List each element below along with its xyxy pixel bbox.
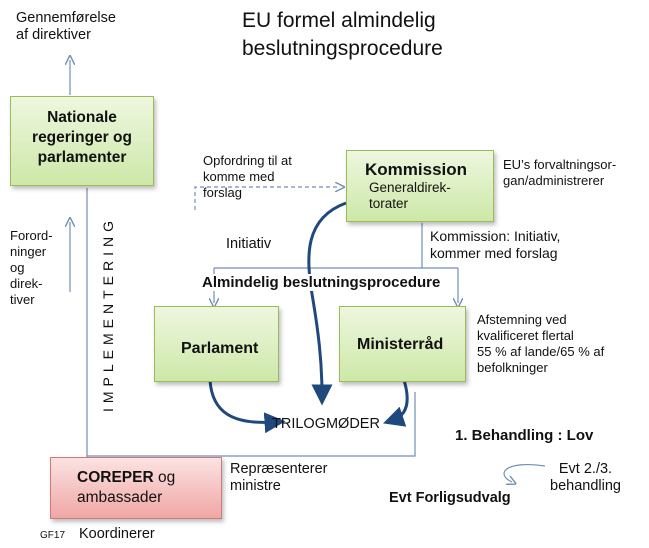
diagram-title: EU formel almindelig beslutningsprocedur…	[242, 7, 443, 63]
evt-behandling-line-2: behandling	[550, 478, 621, 494]
afstemning-label: Afstemning ved kvalificeret flertal 55 %…	[477, 312, 604, 376]
gennemforelse-label: Gennemførelse af direktiver	[16, 10, 116, 44]
title-line-2: beslutningsprocedure	[242, 37, 443, 60]
kommission-title: Kommission	[365, 160, 468, 179]
behandling-1-label: 1. Behandling : Lov	[455, 427, 594, 444]
kommission-sub: Generaldirek- torater	[347, 180, 493, 212]
evt-behandling-line-1: Evt 2./3.	[558, 461, 613, 477]
coreper-name: COREPER	[77, 469, 154, 486]
coreper-og: og	[153, 469, 176, 486]
forordninger-line-1: Forord-	[10, 228, 53, 243]
afstemning-line-2: kvalificeret flertal	[477, 328, 574, 343]
behandling-curve-arrow	[503, 464, 546, 482]
forordninger-line-4: direk-	[10, 276, 43, 291]
opfordring-dashed-arrow	[194, 187, 340, 210]
parlament-title: Parlament	[181, 340, 259, 357]
implementering-label: IMPLEMENTERING	[100, 215, 116, 412]
coreper-text: COREPER og ambassader	[51, 458, 221, 508]
opfordring-line-2: komme med	[203, 169, 275, 184]
forordninger-line-3: og	[10, 260, 25, 275]
nationale-text: Nationale regeringer og parlamenter	[11, 97, 153, 168]
repraesenterer-line-1: Repræsenterer	[230, 461, 328, 477]
koordinerer-label: Koordinerer	[79, 526, 155, 542]
opfordring-line-3: forslag	[203, 185, 243, 200]
afstemning-line-4: befolkninger	[477, 360, 548, 375]
trilog-label: TRILOGMØDER	[272, 416, 380, 432]
forordninger-line-2: ninger	[10, 244, 47, 259]
ministerraad-title: Ministerråd	[357, 336, 444, 353]
eu-forvaltning-line-2: gan/administrerer	[503, 173, 605, 188]
kommission-initiativ-label: Kommission: Initiativ, kommer med forsla…	[430, 228, 560, 262]
gennemforelse-line-2: af direktiver	[16, 27, 91, 43]
nationale-line-3: parlamenter	[37, 149, 127, 166]
title-line-1: EU formel almindelig	[242, 9, 436, 32]
opfordring-label: Opfordring til at komme med forslag	[203, 153, 292, 201]
nationale-line-1: Nationale	[47, 109, 117, 126]
eu-forvaltning-label: EU’s forvaltningsor- gan/administrerer	[503, 157, 616, 189]
afstemning-line-3: 55 % af lande/65 % af	[477, 344, 605, 359]
forordninger-line-5: tiver	[10, 292, 35, 307]
kommission-initiativ-line-1: Kommission: Initiativ,	[430, 228, 561, 244]
coreper-box: COREPER og ambassader	[50, 457, 222, 519]
parlament-trilog-arrow	[208, 379, 286, 434]
ministerraad-box: Ministerråd	[339, 306, 466, 382]
parlament-box: Parlament	[154, 306, 279, 382]
repraesenterer-label: Repræsenterer ministre	[230, 461, 328, 495]
kommission-box: Kommission Generaldirek- torater	[346, 150, 494, 222]
kommission-trilog-arrow	[307, 201, 347, 406]
kommission-sub-line-1: Generaldirek-	[369, 180, 451, 195]
coreper-line-1: COREPER og	[77, 468, 221, 488]
nationale-box: Nationale regeringer og parlamenter	[10, 96, 154, 186]
nationale-line-2: regeringer og	[32, 129, 132, 146]
forligsudvalg-label: Evt Forligsudvalg	[389, 490, 511, 506]
coreper-connection-line	[87, 392, 416, 457]
gf17-label: GF17	[40, 530, 66, 541]
opfordring-line-1: Opfordring til at	[203, 153, 292, 168]
coreper-line-2: ambassader	[77, 489, 163, 506]
almindelig-label: Almindelig beslutningsprocedure	[200, 274, 443, 291]
afstemning-line-1: Afstemning ved	[477, 312, 567, 327]
forordninger-label: Forord- ninger og direk- tiver	[10, 228, 53, 308]
eu-forvaltning-line-1: EU’s forvaltningsor-	[503, 157, 617, 172]
ministerraad-trilog-arrow	[383, 379, 409, 427]
gennemforelse-line-1: Gennemførelse	[16, 10, 116, 26]
initiativ-label: Initiativ	[226, 236, 272, 252]
kommission-sub-line-2: torater	[369, 196, 409, 211]
evt-behandling-label: Evt 2./3. behandling	[550, 461, 621, 495]
kommission-initiativ-line-2: kommer med forslag	[430, 245, 558, 261]
repraesenterer-line-2: ministre	[230, 478, 281, 494]
